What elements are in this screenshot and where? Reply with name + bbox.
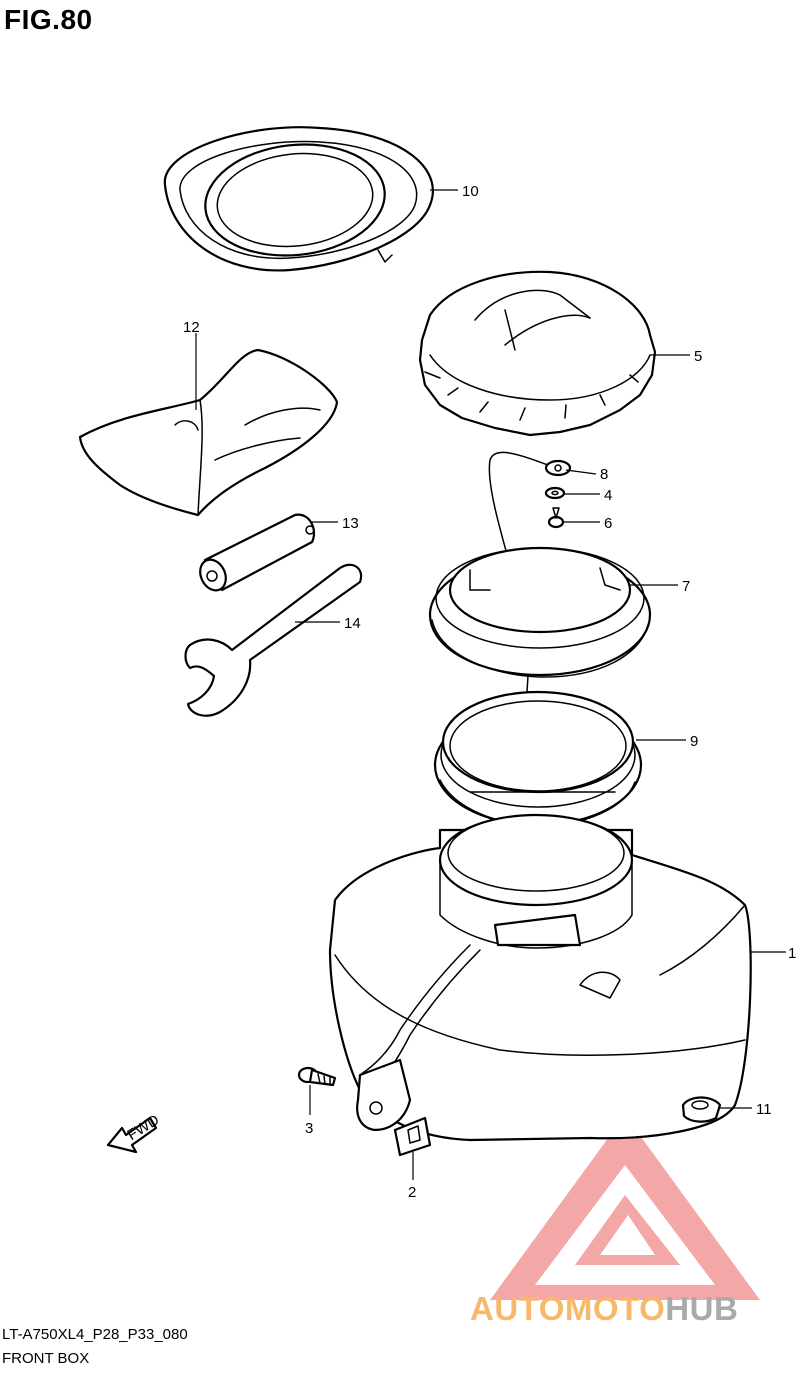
clip-part [393, 1116, 432, 1157]
leader-lines [195, 189, 786, 1180]
figure-caption: FRONT BOX [2, 1350, 90, 1367]
screw-small-part [547, 507, 565, 529]
washer-part [544, 486, 566, 500]
callout-13: 13 [342, 515, 359, 532]
callout-3: 3 [305, 1120, 313, 1137]
model-code: LT-A750XL4_P28_P33_080 [2, 1326, 188, 1343]
cap-part [418, 270, 657, 437]
cord-eyelet-part [544, 459, 572, 477]
box-bracket [356, 1058, 412, 1132]
lid-cover-part [163, 126, 434, 272]
watermark-logo-icon [490, 1115, 760, 1300]
callout-10: 10 [462, 183, 479, 200]
callout-6: 6 [604, 515, 612, 532]
fwd-label: FWD [124, 1111, 162, 1144]
watermark-text-part1: AUTOMOTO [470, 1290, 666, 1327]
callout-11: 11 [756, 1101, 772, 1118]
watermark-logo-text: AUTOMOTOHUB [470, 1290, 738, 1328]
callout-9: 9 [690, 733, 698, 750]
callout-1: 1 [788, 945, 796, 962]
seal-part [433, 690, 643, 827]
watermark-text-part2: HUB [665, 1290, 739, 1327]
callout-8: 8 [600, 466, 608, 483]
spanner-part [184, 563, 363, 717]
callout-2: 2 [408, 1184, 416, 1201]
callout-5: 5 [694, 348, 702, 365]
callout-14: 14 [344, 615, 361, 632]
callout-7: 7 [682, 578, 690, 595]
screw-part [297, 1066, 337, 1087]
callout-12: 12 [183, 319, 200, 336]
front-box-part [328, 813, 752, 1142]
callout-4-label: 4 [604, 487, 612, 504]
ring-part [428, 546, 652, 678]
figure-title: FIG.80 [4, 4, 93, 35]
callout-labels: 10 12 5 8 3 4 6 13 7 14 9 1 3 11 2 [183, 183, 796, 1201]
nut-part [681, 1096, 722, 1123]
tube-part [199, 513, 316, 592]
fwd-direction-arrow-icon: FWD [106, 1111, 162, 1154]
tool-bag-part [78, 348, 339, 517]
